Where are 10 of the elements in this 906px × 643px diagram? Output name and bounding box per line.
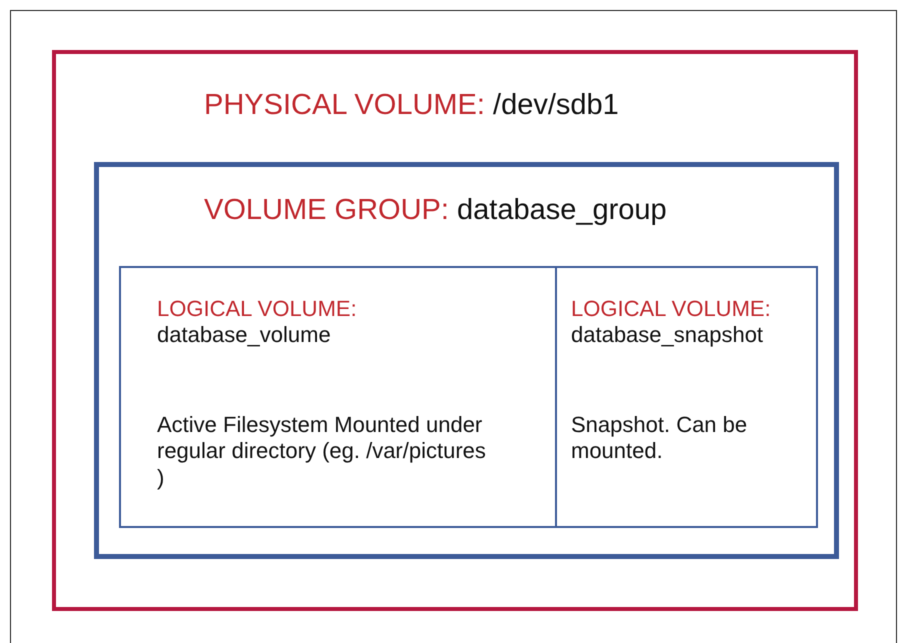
group-heading: VOLUME GROUP: database_group xyxy=(204,193,667,228)
group-heading: PHYSICAL VOLUME: /dev/sdb1 xyxy=(204,88,619,123)
volume-box xyxy=(94,162,839,559)
volume-box xyxy=(119,266,557,528)
volume-box xyxy=(52,50,858,611)
volume-heading: LOGICAL VOLUME: database_volume xyxy=(157,296,357,349)
volume-description: Active Filesystem Mounted under regular directory (eg. /var/pictures ) xyxy=(157,412,487,492)
volume-box xyxy=(555,266,818,528)
volume-description: Snapshot. Can be mounted. xyxy=(571,412,748,465)
volume-heading: LOGICAL VOLUME: database_snapshot xyxy=(571,296,771,349)
